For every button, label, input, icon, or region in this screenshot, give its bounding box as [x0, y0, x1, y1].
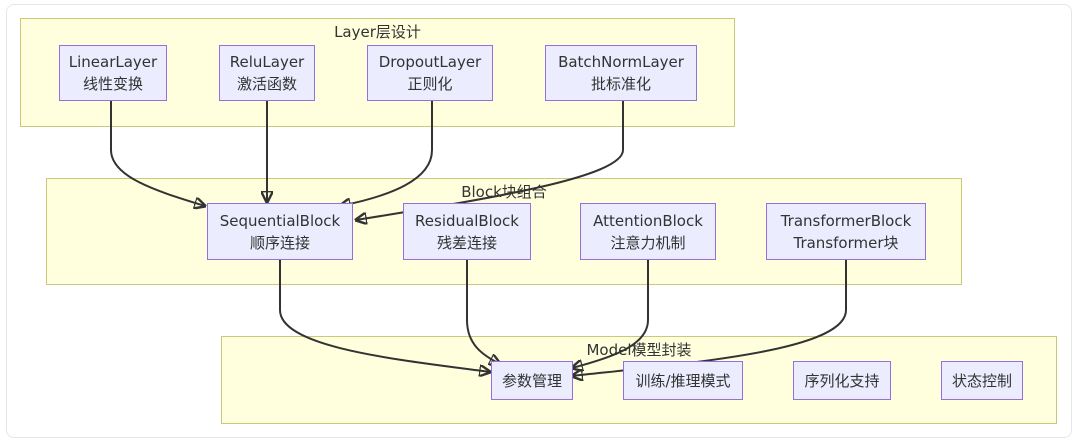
node-batchnorm-layer: BatchNormLayer 批标准化	[545, 45, 697, 101]
edge-residual-to-param	[466, 260, 500, 364]
cluster-layer-title: Layer层设计	[334, 23, 421, 41]
cluster-block-title: Block块组合	[461, 183, 547, 201]
node-residual-block: ResidualBlock 残差连接	[403, 203, 531, 260]
node-state-control-label: 状态控制	[951, 371, 1012, 390]
node-dropout-layer-subtitle: 正则化	[407, 75, 453, 93]
node-residual-block-subtitle: 残差连接	[436, 233, 497, 252]
node-serialization-label: 序列化支持	[804, 371, 880, 390]
node-transformer-block: TransformerBlock Transformer块	[766, 203, 926, 260]
node-transformer-block-subtitle: Transformer块	[793, 233, 899, 252]
node-linear-layer-title: LinearLayer	[68, 53, 158, 71]
node-linear-layer-subtitle: 线性变换	[82, 75, 143, 93]
node-param-mgmt-label: 参数管理	[501, 371, 562, 390]
node-residual-block-title: ResidualBlock	[415, 211, 519, 230]
node-state-control: 状态控制	[941, 361, 1023, 400]
diagram-frame	[6, 4, 1072, 438]
node-batchnorm-layer-subtitle: 批标准化	[590, 75, 651, 93]
node-attention-block-subtitle: 注意力机制	[610, 233, 686, 252]
edge-attention-to-param	[572, 260, 649, 368]
edge-dropout-to-sequential	[340, 101, 433, 206]
node-train-infer: 训练/推理模式	[623, 361, 743, 400]
node-dropout-layer: DropoutLayer 正则化	[367, 45, 493, 101]
edge-transformer-to-param	[572, 260, 847, 376]
node-relu-layer-subtitle: 激活函数	[236, 75, 297, 93]
node-transformer-block-title: TransformerBlock	[780, 211, 912, 230]
node-relu-layer: ReluLayer 激活函数	[219, 45, 315, 101]
node-sequential-block-subtitle: 顺序连接	[249, 233, 310, 252]
node-serialization: 序列化支持	[793, 361, 891, 400]
node-linear-layer: LinearLayer 线性变换	[59, 45, 167, 101]
edge-linear-to-sequential	[110, 101, 205, 206]
node-attention-block: AttentionBlock 注意力机制	[580, 203, 716, 260]
node-train-infer-label: 训练/推理模式	[635, 371, 731, 390]
node-param-mgmt: 参数管理	[491, 361, 573, 400]
node-sequential-block-title: SequentialBlock	[219, 211, 341, 230]
edge-sequential-to-param	[279, 260, 490, 372]
node-attention-block-title: AttentionBlock	[593, 211, 703, 230]
node-batchnorm-layer-title: BatchNormLayer	[558, 53, 684, 71]
node-sequential-block: SequentialBlock 顺序连接	[207, 203, 353, 260]
node-relu-layer-title: ReluLayer	[229, 53, 305, 71]
node-dropout-layer-title: DropoutLayer	[378, 53, 482, 71]
